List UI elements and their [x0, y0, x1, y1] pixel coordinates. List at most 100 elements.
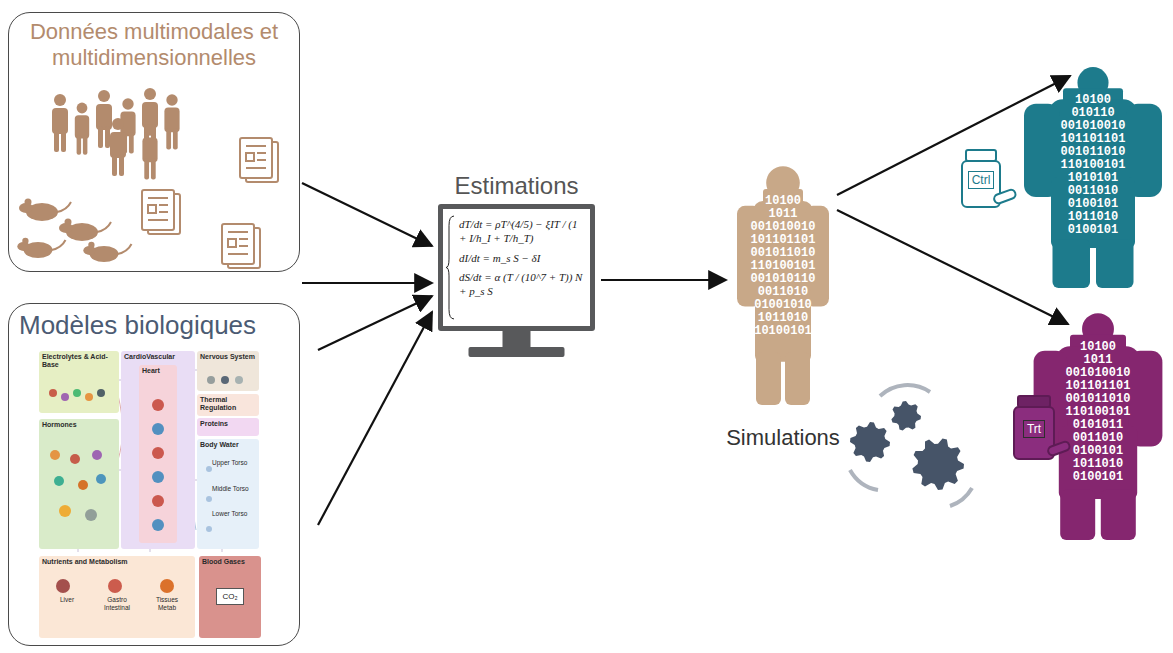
drawing-part — [1060, 490, 1095, 540]
drawing-part — [118, 244, 132, 254]
panel-sublabel: Lower Torso — [212, 510, 256, 517]
drawing-part — [142, 138, 157, 163]
drawing-part — [61, 130, 66, 152]
drawing-part — [1018, 396, 1050, 407]
drawing-part — [54, 130, 59, 152]
panel-sublabel: Liver — [46, 596, 88, 611]
drawing-part — [228, 232, 248, 254]
drawing-part — [22, 238, 28, 244]
data-icons — [17, 88, 278, 268]
panel-title: Hormones — [42, 421, 116, 429]
treatment-label: Ctrl — [968, 171, 995, 189]
drawing-part — [73, 389, 81, 397]
group-title: Données multimodales et multidimensionne… — [9, 13, 299, 72]
drawing-part — [52, 108, 68, 134]
drawing-part — [152, 423, 164, 435]
drawing-part — [503, 331, 531, 347]
drawing-part — [52, 240, 66, 250]
binary-digits: 10100 1011 001010010 101101101 001011010… — [1065, 312, 1132, 484]
document-icon — [240, 138, 278, 182]
drawing-part — [152, 519, 164, 531]
drawing-part — [96, 104, 112, 130]
equation: dI/dt = m_s S − δI — [459, 251, 584, 265]
drawing-part — [78, 480, 88, 490]
drawing-part — [142, 102, 158, 128]
mouse-icon — [59, 219, 111, 242]
mouse-icon — [19, 199, 71, 222]
mouse-icon — [83, 242, 131, 262]
panel-title: Nutrients and Metabolism — [42, 558, 192, 566]
gear-icons — [850, 385, 972, 506]
drawing-part — [221, 376, 229, 384]
drawing-part — [206, 526, 212, 532]
drawing-part — [98, 90, 110, 102]
model-panel: Blood GasesCO₂ — [199, 556, 261, 638]
panel-sublabels: Liver Gastro Intestinal Tissues Metab — [42, 596, 192, 611]
cycle-arc — [850, 470, 878, 490]
drawing-part — [469, 347, 565, 357]
drawing-part — [97, 222, 111, 232]
drawing-part — [756, 352, 781, 405]
panel-title: Body Water — [200, 441, 256, 449]
drawing-part — [1047, 441, 1071, 457]
drawing-part — [160, 579, 174, 593]
drawing-part — [966, 150, 996, 161]
drawing-part — [88, 242, 94, 248]
drawing-part — [61, 393, 69, 401]
pill-bottle: Trt — [1012, 396, 1056, 460]
cycle-arc — [950, 488, 972, 506]
drawing-part — [70, 454, 80, 464]
panel-sublabel: Tissues Metab — [146, 596, 188, 611]
treatment-label: Trt — [1023, 420, 1045, 438]
panel-icons — [39, 419, 119, 549]
drawing-part — [105, 126, 110, 148]
panel-title: Proteins — [200, 420, 256, 428]
equation: dT/dt = ρT^(4/5) − ξIT / (1 + I/h_I + T/… — [459, 217, 584, 246]
drawing-part — [152, 495, 164, 507]
gear-icon — [912, 438, 964, 490]
drawing-part — [85, 393, 93, 401]
drawing-part — [112, 154, 117, 176]
model-panel: Heart — [139, 365, 177, 543]
panel-sublabel: Middle Torso — [212, 485, 256, 492]
drawing-part — [173, 129, 178, 150]
group-box: Données multimodales et multidimensionne… — [8, 12, 300, 272]
flow-arrow — [302, 183, 432, 246]
drawing-part — [246, 146, 266, 168]
panel-title: Electrolytes & Acid-Base — [42, 353, 116, 369]
drawing-part — [50, 450, 60, 460]
model-panel: Nervous System — [197, 351, 259, 391]
monitor-stand — [438, 331, 595, 359]
drawing-part — [57, 202, 71, 212]
drawing-part — [54, 94, 66, 106]
panel-title: Blood Gases — [202, 558, 258, 566]
person-icon — [164, 94, 179, 149]
group-box: Modèles biologiquesElectrolytes & Acid-B… — [8, 303, 300, 646]
drawing-part — [122, 98, 133, 109]
drawing-part — [108, 579, 122, 593]
person-icon — [96, 90, 112, 148]
binary-digits: 10100 1011 001010010 101101101 001011010… — [750, 165, 817, 338]
drawing-part — [164, 108, 179, 133]
virtual-patient: 10100 1011 001010010 101101101 001011010… — [718, 165, 848, 405]
drawing-part — [152, 447, 164, 459]
person-icon — [75, 103, 89, 155]
gear-icon — [891, 401, 921, 431]
panel-sublabels: Upper TorsoMiddle TorsoLower Torso — [200, 459, 256, 517]
simulation-label: Simulations — [712, 425, 854, 451]
model-panel: Hormones — [39, 419, 119, 549]
group-title: Modèles biologiques — [9, 304, 299, 341]
panel-title: Nervous System — [200, 353, 256, 361]
drawing-part — [85, 509, 97, 521]
drawing-part — [1096, 239, 1134, 288]
panel-sublabel: Gastro Intestinal — [96, 596, 138, 611]
model-panel: Electrolytes & Acid-Base — [39, 351, 119, 413]
drawing-part — [97, 389, 105, 397]
person-icon — [142, 124, 157, 179]
person-icon — [110, 118, 126, 176]
panel-icons — [197, 439, 259, 549]
drawing-part — [235, 376, 243, 384]
drawing-part — [151, 159, 156, 180]
drawing-part — [92, 450, 102, 460]
